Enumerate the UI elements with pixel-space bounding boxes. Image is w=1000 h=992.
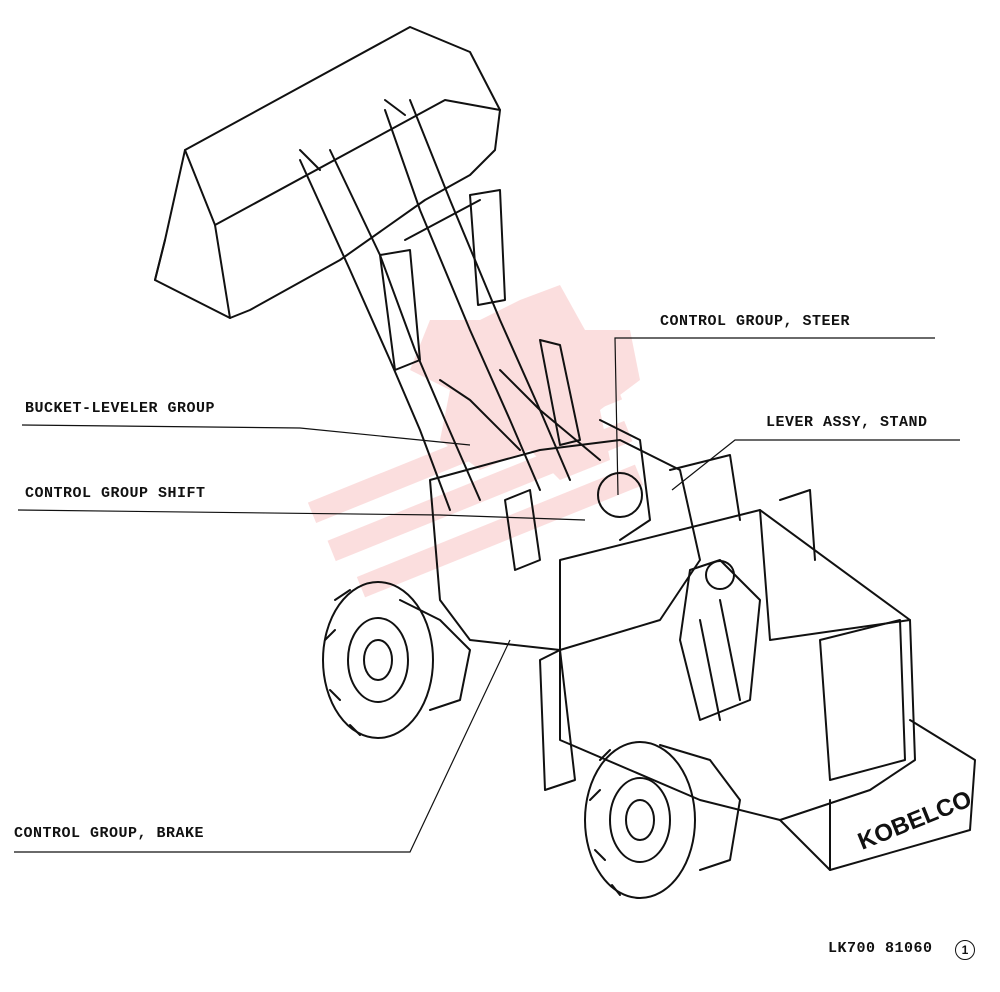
leader-shift <box>17 509 586 521</box>
drawing-code: LK700 81060 <box>828 940 933 957</box>
watermark-gear <box>307 285 644 598</box>
leader-lever-stand <box>671 439 960 491</box>
rear-wheel <box>584 741 741 899</box>
leader-brake <box>14 639 511 853</box>
leader-bucket <box>21 424 471 446</box>
lift-arms <box>299 99 601 511</box>
leader-lines <box>14 337 960 853</box>
engine-body <box>539 509 976 871</box>
callout-bucket-leveler-group: BUCKET-LEVELER GROUP <box>25 400 216 417</box>
callout-control-group-brake: CONTROL GROUP, BRAKE <box>14 825 205 842</box>
sheet-number-badge: 1 <box>955 940 975 960</box>
bucket <box>154 26 501 319</box>
leader-steer <box>614 337 935 496</box>
callout-lever-assy-stand: LEVER ASSY, STAND <box>766 414 928 431</box>
front-frame <box>429 419 816 651</box>
callout-control-group-shift: CONTROL GROUP SHIFT <box>25 485 206 502</box>
front-left-wheel <box>322 581 471 739</box>
callout-control-group-steer: CONTROL GROUP, STEER <box>660 313 851 330</box>
